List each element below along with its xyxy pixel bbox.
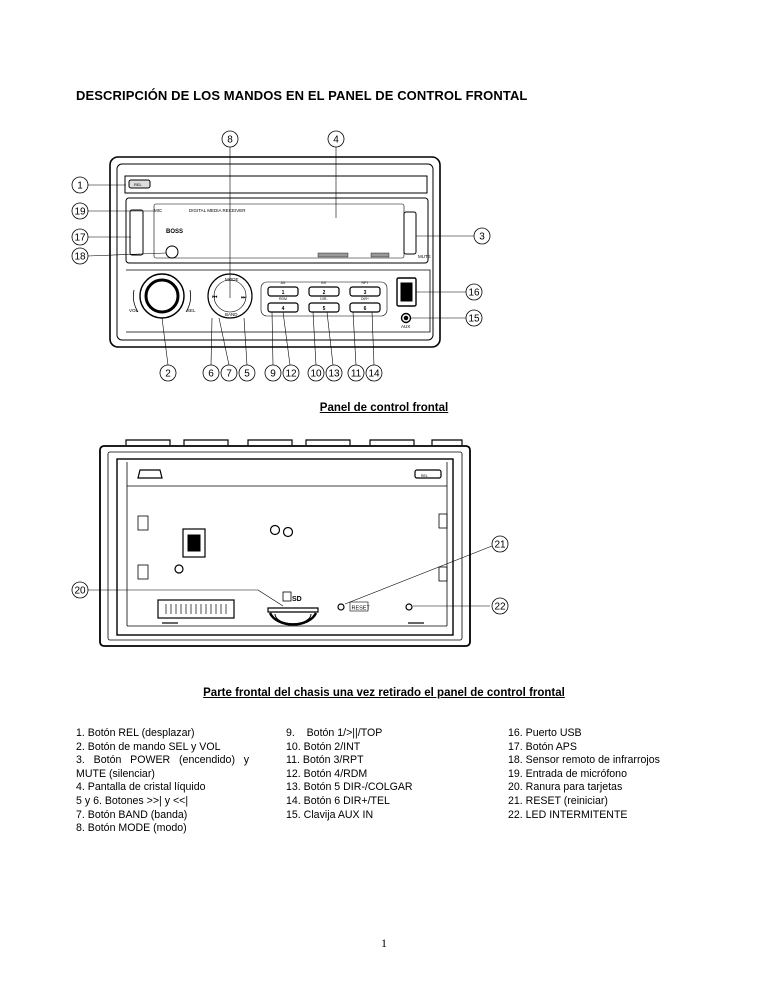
sd-label: SD	[292, 596, 302, 603]
display-text: DIGITAL MEDIA RECEIVER	[189, 208, 246, 213]
fig2-callouts: 21 20 22	[71, 535, 509, 615]
legend-item: 22. LED INTERMITENTE	[508, 808, 628, 821]
preset-button-top-label: RDM	[279, 297, 287, 301]
legend-item: 13. Botón 5 DIR-/COLGAR	[286, 781, 413, 794]
preset-button-top-label: AS	[281, 281, 286, 285]
legend-item: 2. Botón de mando SEL y VOL	[76, 740, 221, 753]
aux-jack	[400, 312, 412, 324]
legend-item: 11. Botón 3/RPT	[286, 754, 364, 767]
preset-button-number[interactable]: 5	[323, 306, 326, 312]
svg-text:11: 11	[351, 369, 362, 380]
preset-button-number[interactable]: 3	[364, 290, 367, 296]
legend-item: 10. Botón 2/INT	[286, 740, 361, 753]
svg-text:13: 13	[328, 369, 340, 380]
preset-button-number[interactable]: 4	[282, 306, 285, 312]
legend-item: 1. Botón REL (desplazar)	[76, 727, 195, 739]
legend-item: 4. Pantalla de cristal líquido	[76, 781, 206, 794]
reset-hole	[337, 603, 345, 611]
legend-item: 3. Botón POWER (encendido) y	[76, 754, 250, 767]
page-number: 1	[381, 936, 387, 950]
lcd-display	[125, 197, 429, 264]
svg-text:REL: REL	[421, 474, 428, 478]
legend-item: 9. Botón 1/>||/TOP	[286, 727, 383, 739]
legend-item: 20. Ranura para tarjetas	[508, 781, 623, 794]
svg-text:4: 4	[333, 135, 339, 146]
legend-item: MUTE (silenciar)	[76, 767, 155, 780]
svg-text:14: 14	[368, 369, 380, 380]
figure1-caption: Panel de control frontal	[319, 402, 449, 414]
svg-text:8: 8	[227, 135, 233, 146]
svg-text:15: 15	[468, 314, 480, 325]
preset-button-number[interactable]: 2	[323, 290, 326, 296]
aux-label: AUX	[401, 324, 410, 329]
panel-outer-frame	[109, 156, 441, 348]
legend-column-2: 9. Botón 1/>||/TOP 10. Botón 2/INT 11. B…	[286, 727, 413, 822]
svg-text:17: 17	[74, 233, 86, 244]
legend-item: 17. Botón APS	[508, 740, 577, 753]
svg-text:22: 22	[494, 602, 506, 613]
svg-text:7: 7	[226, 369, 232, 380]
panel-inner-frame	[116, 163, 434, 341]
mode-label: MODE	[225, 277, 239, 282]
legend-item: 16. Puerto USB	[508, 727, 582, 739]
legend-item: 21. RESET (reiniciar)	[508, 794, 608, 807]
svg-text:1: 1	[77, 181, 83, 192]
brand-logo-text: BOSS	[166, 229, 183, 235]
figure2-caption: Parte frontal del chasis una vez retirad…	[203, 687, 565, 699]
preset-button-top-label: DIR-	[320, 297, 328, 301]
preset-button-top-label: RPT	[362, 281, 370, 285]
preset-button-top-label: DIR+	[361, 297, 369, 301]
mute-label: MUTE	[418, 254, 431, 259]
svg-text:20: 20	[74, 586, 86, 597]
svg-text:9: 9	[270, 369, 276, 380]
vol-label: VOL	[129, 308, 139, 313]
svg-text:5: 5	[244, 369, 250, 380]
reset-label: RESET	[352, 606, 371, 612]
svg-text:19: 19	[74, 207, 86, 218]
led-indicator	[405, 603, 413, 611]
svg-text:⏮: ⏮	[212, 295, 218, 301]
svg-text:6: 6	[208, 369, 214, 380]
legend-column-1: 1. Botón REL (desplazar) 2. Botón de man…	[76, 727, 256, 836]
svg-text:16: 16	[468, 288, 480, 299]
svg-text:21: 21	[494, 540, 506, 551]
svg-text:18: 18	[74, 252, 86, 263]
preset-button-number[interactable]: 1	[282, 290, 285, 296]
sel-label: SEL	[187, 308, 196, 313]
legend-item: 7. Botón BAND (banda)	[76, 808, 188, 821]
preset-button-number[interactable]: 6	[364, 306, 367, 312]
svg-text:10: 10	[310, 369, 322, 380]
preset-button-top-label: INT	[321, 281, 328, 285]
svg-text:2: 2	[165, 369, 171, 380]
sd-card-slot	[267, 607, 319, 613]
legend-item: 12. Botón 4/RDM	[286, 767, 368, 780]
chassis-outer-frame	[99, 445, 471, 647]
fig1-callouts: 1 19 17 18 8 4 3 16 15 2 6 7 5 9 12 10 1…	[71, 130, 491, 382]
legend-item: 14. Botón 6 DIR+/TEL	[286, 794, 390, 807]
svg-text:⏭: ⏭	[241, 295, 247, 301]
svg-text:3: 3	[479, 232, 485, 243]
legend-item: 5 y 6. Botones >>| y <<|	[76, 794, 189, 807]
legend-item: 18. Sensor remoto de infrarrojos	[508, 754, 660, 767]
page-title: DESCRIPCIÓN DE LOS MANDOS EN EL PANEL DE…	[76, 88, 528, 103]
legend-item: 19. Entrada de micrófono	[508, 767, 627, 780]
legend-item: 15. Clavija AUX IN	[286, 808, 374, 821]
band-label: BAND	[225, 312, 238, 317]
connector	[157, 599, 235, 619]
svg-text:12: 12	[285, 369, 297, 380]
legend-item: 8. Botón MODE (modo)	[76, 822, 187, 835]
legend-column-3: 16. Puerto USB 17. Botón APS 18. Sensor …	[508, 727, 660, 822]
mic-label: MIC	[154, 208, 163, 213]
rel-label: REL	[134, 182, 143, 187]
